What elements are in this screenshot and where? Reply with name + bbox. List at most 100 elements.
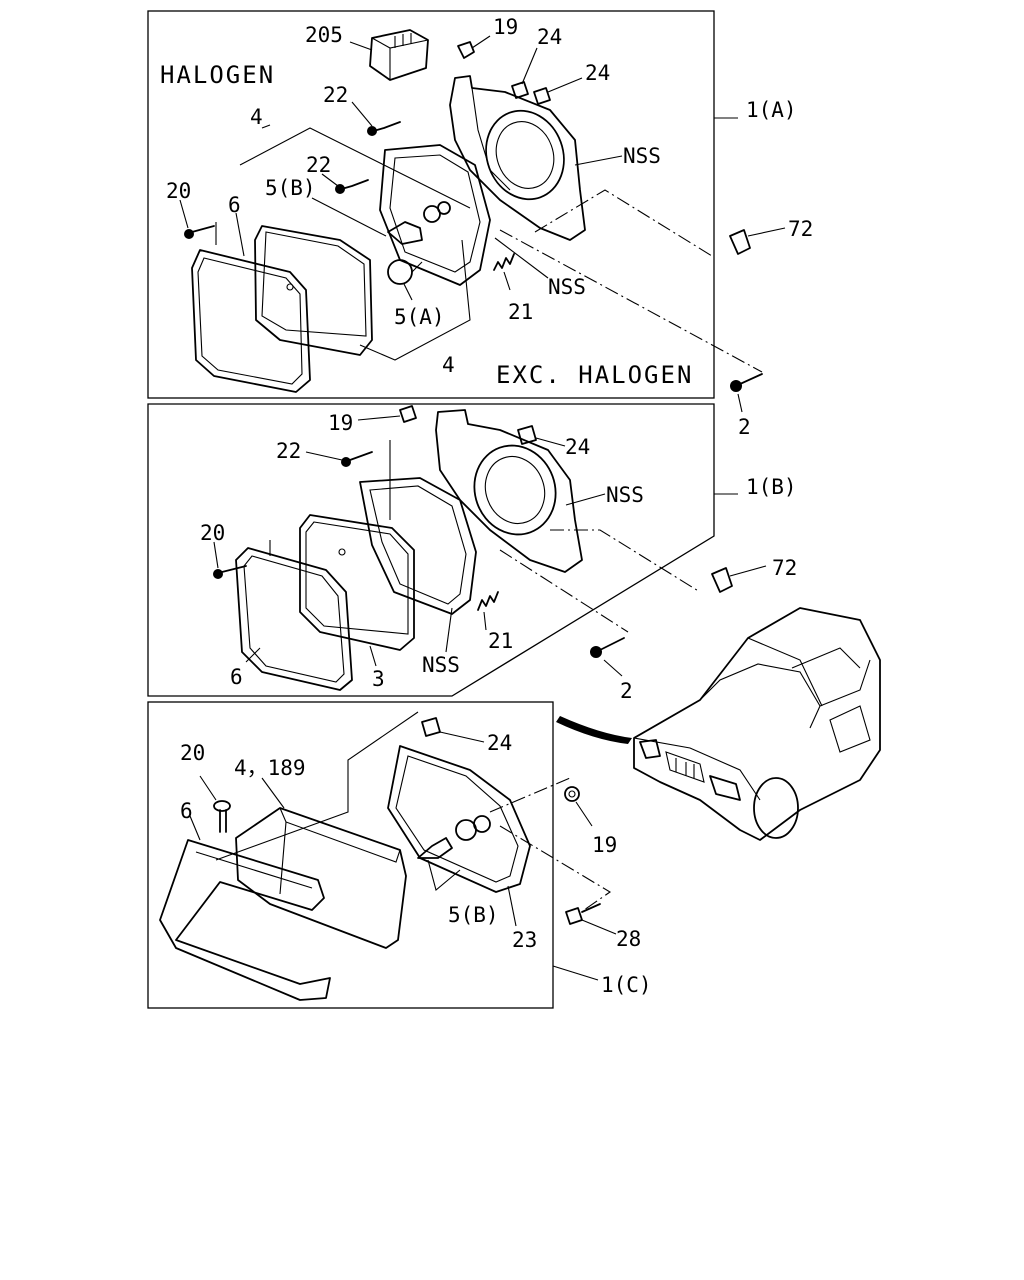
label-2a: 2 (738, 415, 751, 439)
label-24d: 24 (487, 731, 512, 755)
dash-to-19c (489, 777, 571, 813)
label-2b: 2 (620, 679, 633, 703)
leader-24d (439, 731, 485, 743)
part-2-screw-b (590, 637, 625, 658)
label-72b: 72 (772, 556, 797, 580)
panel-a-frame (147, 10, 715, 399)
label-20c: 20 (180, 741, 205, 765)
label-4a: 4 (250, 105, 263, 129)
label-23: 23 (512, 928, 537, 952)
leader-4a (239, 127, 471, 209)
leader-21 (503, 271, 511, 291)
leader-24a (521, 47, 538, 85)
part-205-module (369, 29, 429, 81)
label-6: 6 (228, 193, 241, 217)
dash-to-2a (499, 229, 763, 373)
label-6b: 6 (230, 665, 243, 689)
leader-72a (747, 227, 786, 237)
label-4b: 4 (442, 353, 455, 377)
label-19c: 19 (592, 833, 617, 857)
part-20-screw-c (213, 800, 231, 833)
leader-6c (189, 815, 201, 841)
leader-22b (321, 173, 339, 187)
leader-2b (603, 659, 623, 677)
leader-2a (737, 393, 743, 413)
label-24b: 24 (585, 61, 610, 85)
leader-23 (507, 885, 517, 927)
label-3: 3 (372, 667, 385, 691)
bulb-5b-c (417, 815, 491, 859)
guide-line-c (215, 711, 419, 861)
leader-24b (547, 77, 583, 93)
label-22b: 22 (306, 153, 331, 177)
leader-4a-tick (261, 124, 271, 129)
label-24a: 24 (537, 25, 562, 49)
leader-5b (311, 197, 387, 237)
leader-22c (305, 451, 343, 461)
label-22a: 22 (323, 83, 348, 107)
leader-19 (471, 35, 491, 49)
dash-to-28 (499, 825, 612, 911)
part-19-clip (457, 41, 475, 59)
label-19: 19 (493, 15, 518, 39)
label-5b: 5(B) (265, 176, 316, 200)
leader-nss1 (574, 155, 623, 166)
leader-21b (483, 611, 487, 631)
panel-c: 24 5(B) 23 4，189 6 (147, 701, 612, 1009)
mounting-ring-b (359, 477, 477, 615)
part-20-screw (184, 222, 217, 245)
leader-20c (199, 775, 217, 801)
label-nss1: NSS (623, 144, 661, 168)
mounting-ring (379, 144, 491, 286)
part-19-nut-c (564, 786, 580, 802)
panel-c-frame (147, 701, 554, 1009)
label-1c: 1(C) (601, 973, 652, 997)
part-24-nut-a (511, 81, 529, 99)
label-5b-c: 5(B) (448, 903, 499, 927)
leader-6b (245, 647, 261, 663)
label-6c: 6 (180, 799, 193, 823)
label-72a: 72 (788, 217, 813, 241)
part-21-spring-b (477, 591, 499, 611)
label-22c: 22 (276, 439, 301, 463)
label-21: 21 (508, 300, 533, 324)
sealed-beam-lamp (254, 225, 373, 356)
leader-5b-c (427, 859, 461, 891)
panel-a: HALOGEN EXC. HALOGEN 205 19 24 24 (147, 10, 763, 399)
part-22-screw-a (367, 121, 401, 136)
label-20b: 20 (200, 521, 225, 545)
headlamp-4-189 (235, 807, 407, 949)
label-28: 28 (616, 927, 641, 951)
label-nss2: NSS (548, 275, 586, 299)
leader-5a (403, 283, 413, 301)
bezel-6c (159, 839, 331, 1001)
leader-20b (213, 541, 219, 569)
part-22-screw-b (335, 179, 369, 194)
panel-a-exc-halogen-title: EXC. HALOGEN (496, 361, 693, 389)
label-19b: 19 (328, 411, 353, 435)
housing-bracket-b (435, 409, 583, 573)
part-20-screw-b (213, 540, 271, 579)
label-20: 20 (166, 179, 191, 203)
leader-4-189 (261, 777, 285, 809)
panel-a-halogen-title: HALOGEN (160, 61, 275, 89)
label-nss-b2: NSS (422, 653, 460, 677)
label-5a: 5(A) (394, 305, 445, 329)
part-72-clip-b (711, 567, 733, 593)
part-21-spring (493, 253, 515, 271)
part-72-clip-a (729, 229, 751, 255)
bezel-ring-6 (191, 249, 311, 393)
leader-1c (552, 965, 599, 981)
part-2-screw-a (730, 373, 763, 392)
panel-b-frame (147, 403, 715, 697)
leader-3 (369, 645, 377, 667)
leader-205 (349, 41, 373, 51)
bulb-5a (387, 259, 423, 285)
label-1b: 1(B) (746, 475, 797, 499)
dash-to-2b (499, 549, 629, 633)
leader-nss-b1 (565, 493, 606, 506)
part-24-nut-b (533, 87, 551, 105)
leader-nss2 (494, 237, 549, 279)
pointer-arrow (556, 716, 632, 744)
